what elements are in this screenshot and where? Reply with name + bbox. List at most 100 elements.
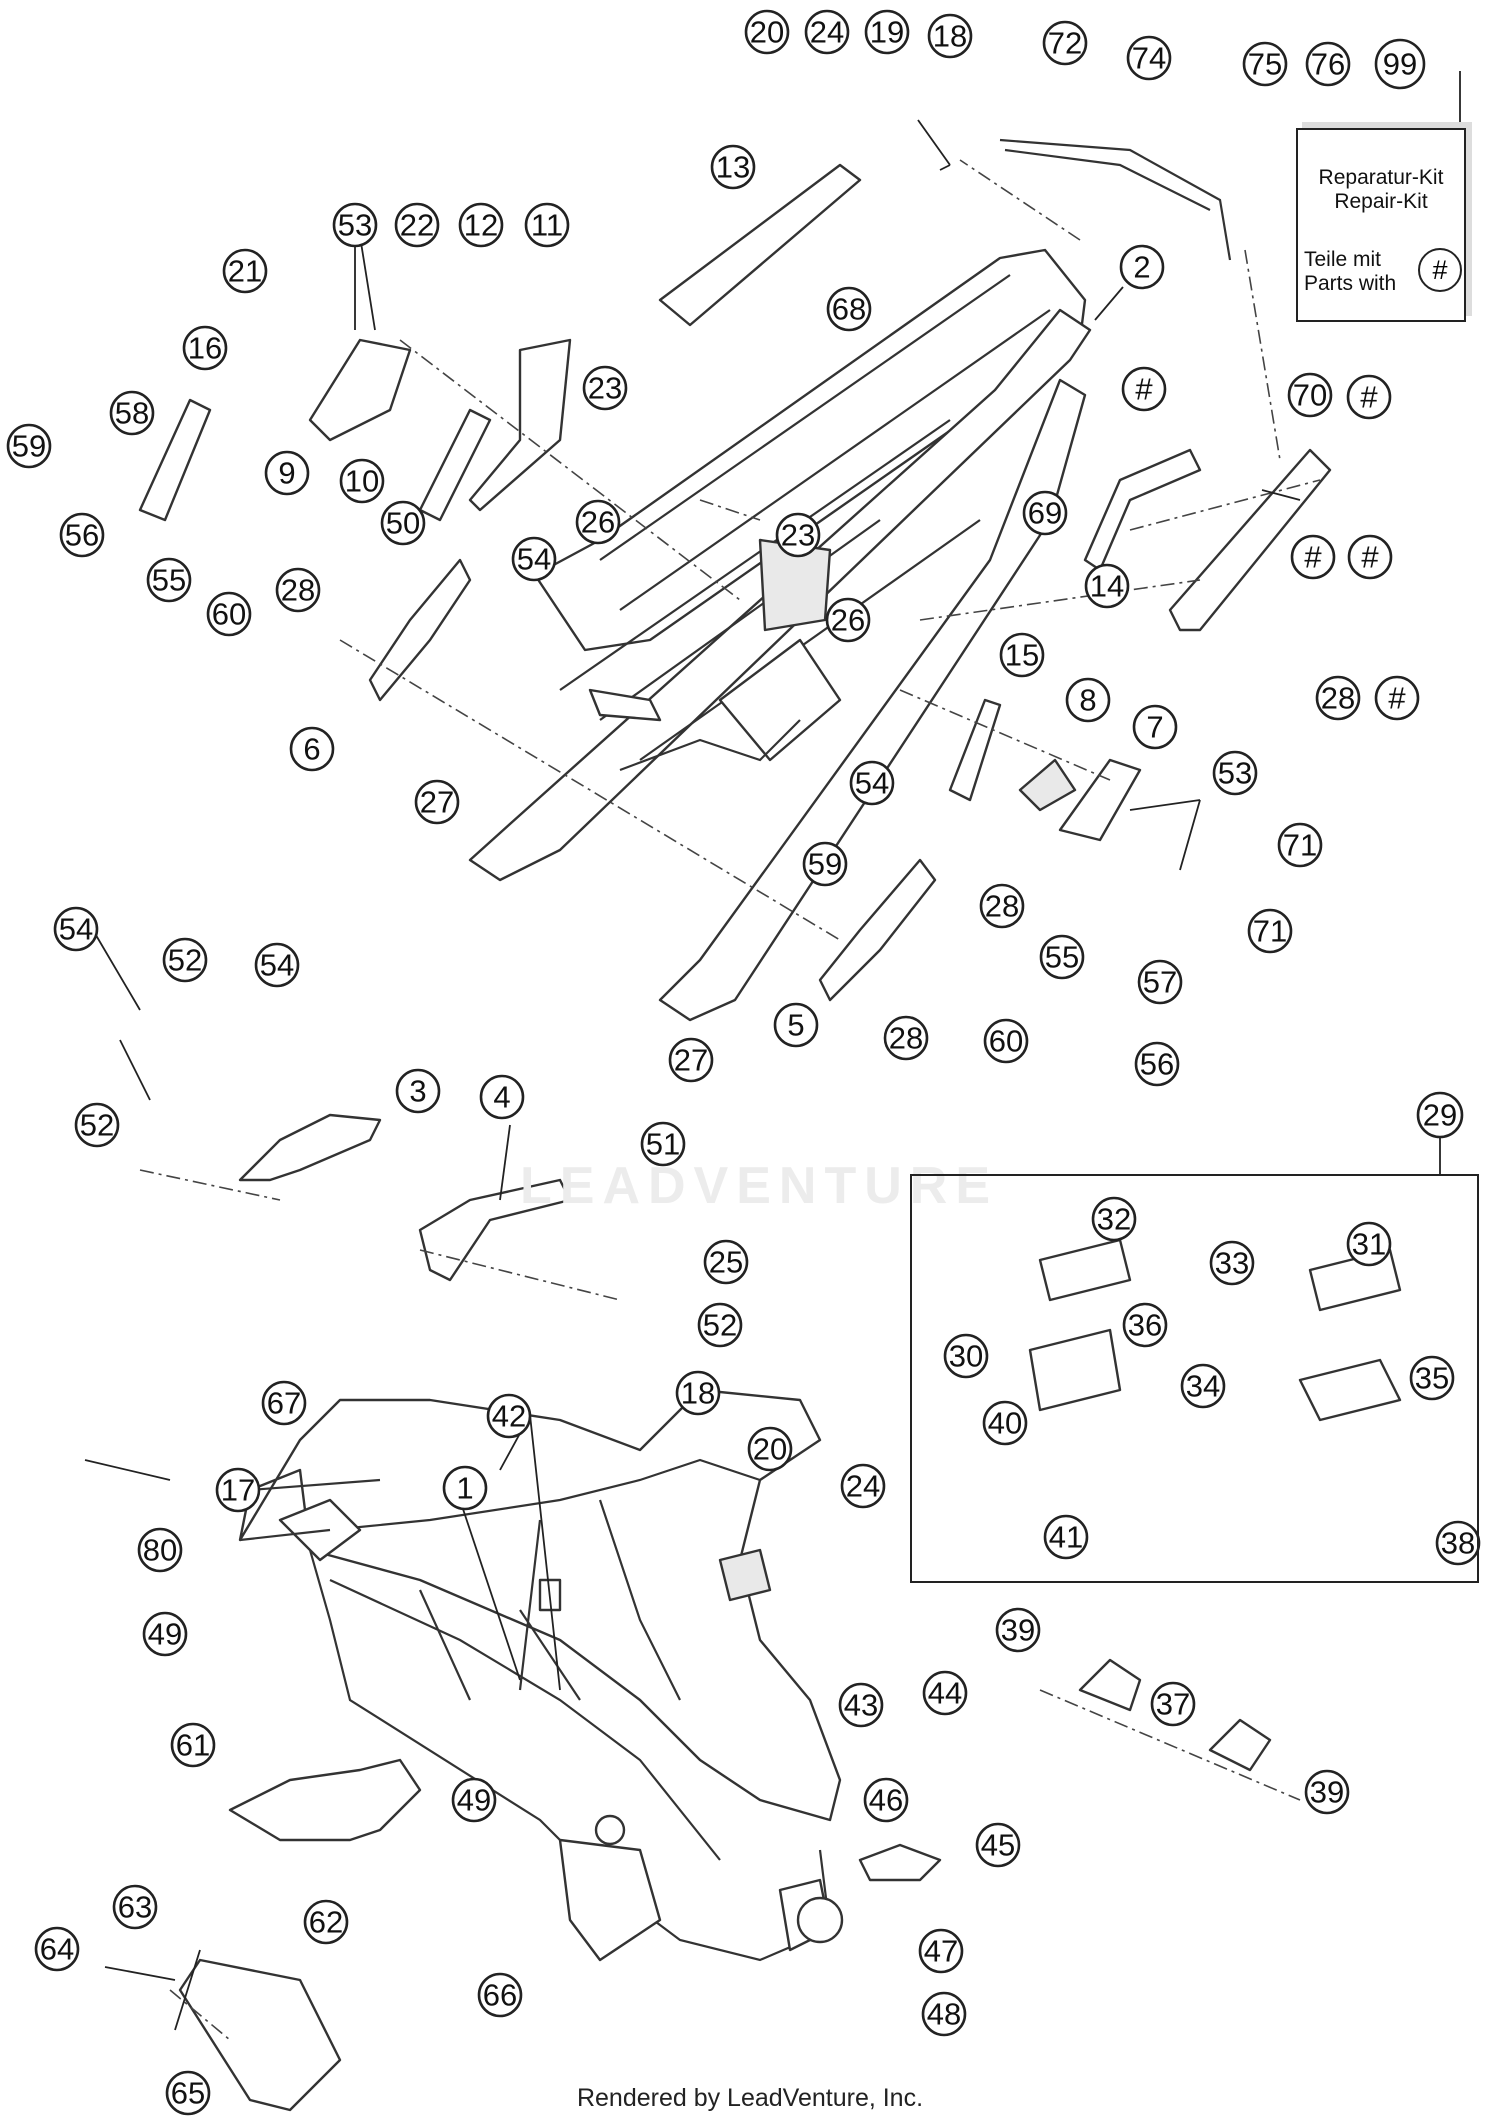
callout-27-center: 27 (668, 1037, 714, 1083)
callout-label: 23 (781, 518, 815, 553)
callout-80: 80 (137, 1527, 183, 1573)
callout-60-center: 60 (983, 1018, 1029, 1064)
callout-54-left: 54 (53, 906, 99, 952)
callout-label: 69 (1028, 496, 1062, 531)
callout-5: 5 (773, 1002, 819, 1048)
callout-3: 3 (395, 1068, 441, 1114)
callout-75: 75 (1242, 41, 1288, 87)
callout-25: 25 (703, 1239, 749, 1285)
callout-label: 60 (989, 1024, 1023, 1059)
callout-43: 43 (838, 1682, 884, 1728)
callout-label: 11 (531, 208, 563, 243)
callout-label: 16 (188, 331, 222, 366)
callout-13: 13 (710, 144, 756, 190)
callout-label: 18 (933, 19, 967, 54)
callout-52-left-top: 52 (162, 937, 208, 983)
callout-53-right: 53 (1212, 750, 1258, 796)
callout-label: 56 (1140, 1047, 1174, 1082)
callout-55-right: 55 (1039, 934, 1085, 980)
callout-63: 63 (112, 1884, 158, 1930)
callout-38: 38 (1435, 1520, 1481, 1566)
callout-label: 28 (889, 1021, 923, 1056)
callout-15: 15 (999, 632, 1045, 678)
callout-label: 38 (1441, 1526, 1475, 1561)
footpeg-group-box (910, 1174, 1479, 1583)
callout-label: 55 (1045, 940, 1079, 975)
callout-6: 6 (289, 726, 335, 772)
callout-label: 9 (278, 456, 295, 491)
callout-label: 48 (927, 1997, 961, 2032)
callout-label: 44 (928, 1676, 962, 1711)
callout-label: 64 (40, 1932, 74, 1967)
callout-11: 11 (524, 202, 570, 248)
main-frame-drawing (238, 1388, 844, 1962)
callout-label: 42 (492, 1399, 526, 1434)
callout-label: 32 (1097, 1202, 1131, 1237)
callout-label: 46 (869, 1783, 903, 1818)
callout-hash-b: # (1346, 374, 1392, 420)
kit-parts-en: Parts with (1304, 272, 1397, 295)
callout-label: 26 (581, 505, 615, 540)
callout-2: 2 (1119, 244, 1165, 290)
callout-label: 36 (1128, 1308, 1162, 1343)
callout-label: 54 (855, 766, 889, 801)
callout-label: 37 (1156, 1687, 1190, 1722)
callout-4: 4 (479, 1074, 525, 1120)
small-parts-drawing (138, 138, 1402, 2112)
callout-label: 20 (753, 1432, 787, 1467)
callout-21: 21 (222, 248, 268, 294)
callout-label: 54 (260, 948, 294, 983)
callout-label: 52 (168, 943, 202, 978)
callout-24-mid: 24 (840, 1463, 886, 1509)
callout-56-right: 56 (1134, 1041, 1180, 1087)
callout-42: 42 (486, 1393, 532, 1439)
callout-74: 74 (1126, 35, 1172, 81)
callout-label: 28 (1321, 681, 1355, 716)
callout-label: 4 (493, 1080, 510, 1115)
callout-28-center-a: 28 (979, 883, 1025, 929)
repair-kit-box: Reparatur-Kit Repair-Kit Teile mit Parts… (1296, 128, 1466, 322)
callout-label: # (1388, 681, 1406, 716)
callout-label: 61 (176, 1728, 210, 1763)
callout-label: 24 (846, 1469, 880, 1504)
callout-label: 59 (808, 847, 842, 882)
callout-30: 30 (943, 1333, 989, 1379)
callout-49-left: 49 (142, 1611, 188, 1657)
callout-label: 54 (517, 542, 551, 577)
callout-hash-d: # (1347, 534, 1393, 580)
callout-54-center: 54 (849, 760, 895, 806)
callout-label: 60 (212, 597, 246, 632)
callout-65: 65 (165, 2070, 211, 2116)
callout-99: 99 (1374, 38, 1426, 90)
callout-labels: 1 2 3 4 5 6 7 8 9 10 11 12 13 14 15 16 1… (6, 9, 1481, 2116)
callout-68: 68 (826, 286, 872, 332)
callout-23-left: 23 (582, 365, 628, 411)
callout-label: 74 (1132, 41, 1166, 76)
callout-label: 27 (674, 1043, 708, 1078)
callout-69: 69 (1022, 490, 1068, 536)
callout-28-left: 28 (275, 567, 321, 613)
callout-76: 76 (1305, 41, 1351, 87)
kit-parts-de: Teile mit (1304, 248, 1382, 271)
callout-53-top: 53 (332, 202, 378, 248)
callout-10: 10 (339, 458, 385, 504)
callout-label: 10 (345, 464, 379, 499)
callout-58: 58 (109, 390, 155, 436)
callout-label: 29 (1423, 1098, 1457, 1133)
callout-52-center: 52 (697, 1302, 743, 1348)
callout-20-mid: 20 (747, 1426, 793, 1472)
callout-22: 22 (394, 202, 440, 248)
callout-label: 35 (1415, 1361, 1449, 1396)
callout-35: 35 (1409, 1355, 1455, 1401)
callout-45: 45 (975, 1822, 1021, 1868)
callout-label: 57 (1143, 965, 1177, 1000)
callout-54-center-top: 54 (511, 536, 557, 582)
callout-28-right: 28 (1315, 675, 1361, 721)
callout-26-center: 26 (825, 597, 871, 643)
callout-label: 66 (483, 1978, 517, 2013)
callout-label: 53 (338, 208, 372, 243)
callout-label: 27 (420, 785, 454, 820)
callout-label: 1 (456, 1471, 473, 1506)
callout-label: 52 (80, 1108, 114, 1143)
callout-label: 68 (832, 292, 866, 327)
